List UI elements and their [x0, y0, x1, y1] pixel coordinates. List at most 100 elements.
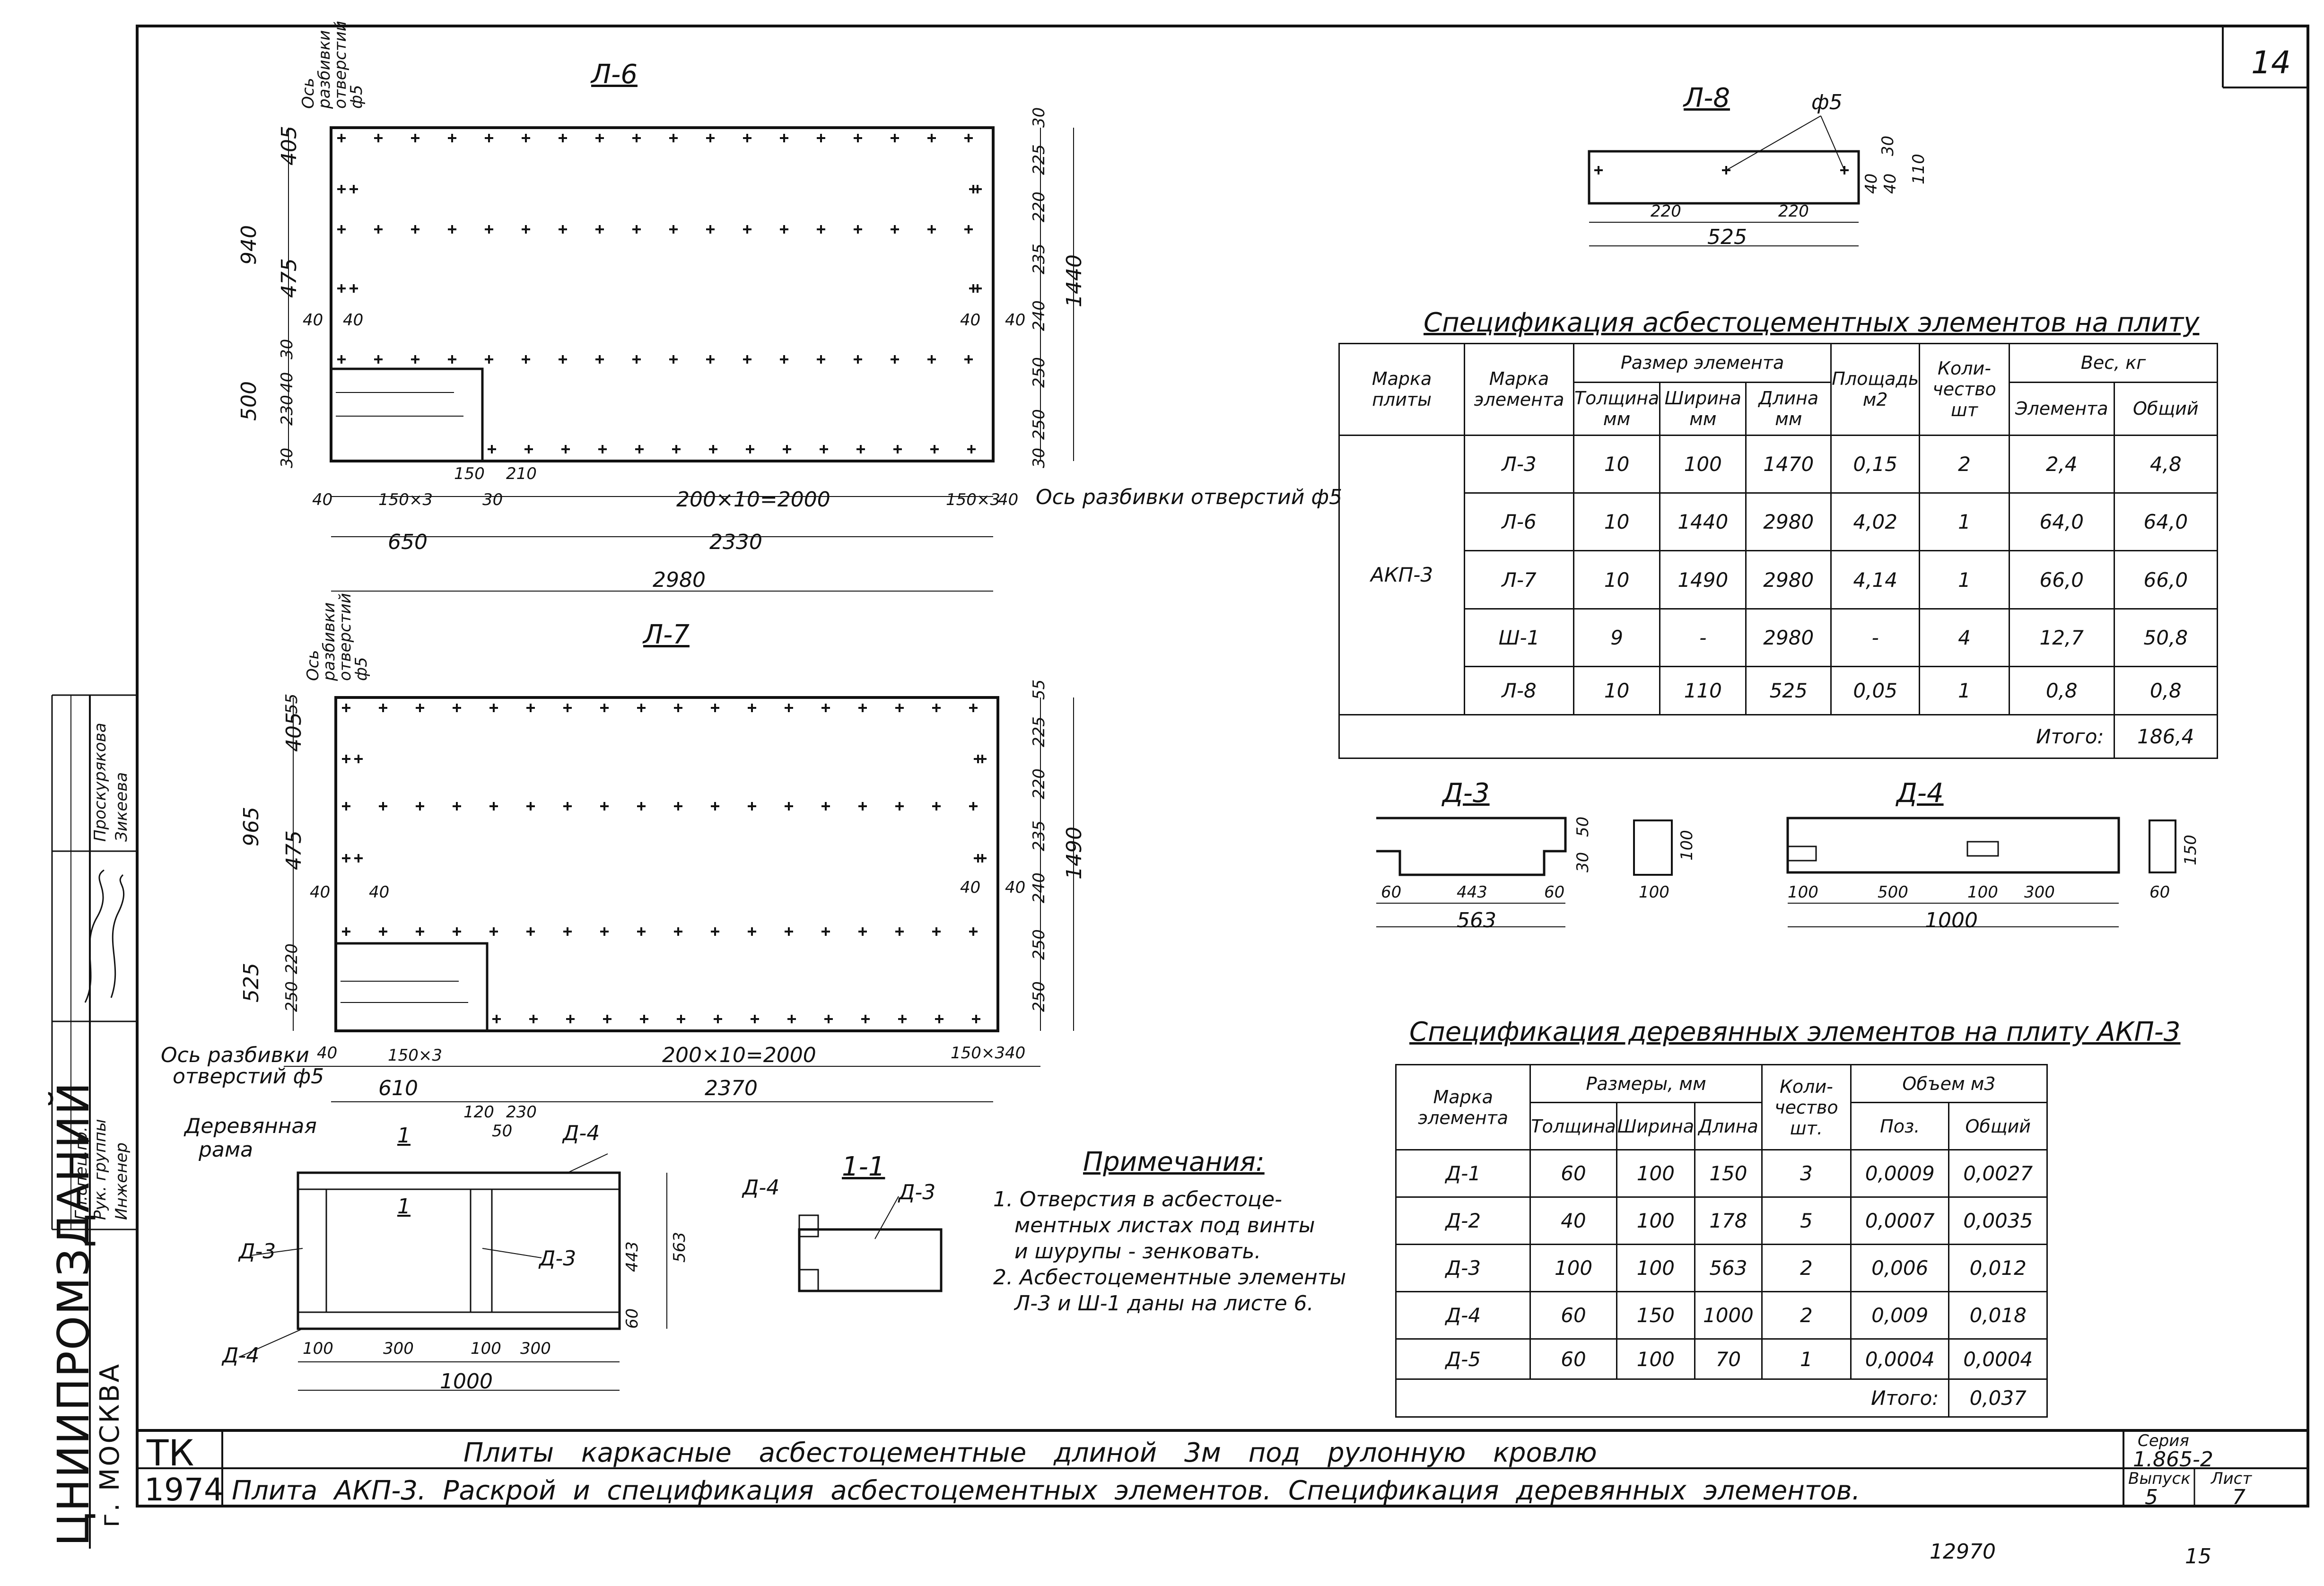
frame-dim-total: 1000: [440, 1369, 493, 1394]
l6-dim-right: 30: [1030, 447, 1048, 468]
cell: -: [1659, 608, 1747, 668]
cell: 2980: [1745, 492, 1832, 552]
org-city: г. МОСКВА: [95, 1362, 125, 1527]
cell: 12,7: [2008, 608, 2115, 668]
hole-markers: [337, 134, 1849, 1023]
col-element-mark: Марка элемента: [1464, 343, 1574, 436]
l8-dim: 220: [1651, 202, 1681, 221]
cell: 1470: [1745, 434, 1832, 494]
l6-dim-left: 405: [277, 126, 301, 166]
cell: 150: [1616, 1291, 1696, 1340]
l6-mark-40: 40: [960, 311, 981, 330]
cell: 5: [1761, 1196, 1852, 1245]
cell: Д-3: [1395, 1244, 1531, 1292]
l7-dim-bottom3: 50: [492, 1122, 513, 1141]
l7-dim-left: 55: [282, 693, 301, 714]
section-tag: Д-3: [899, 1180, 936, 1204]
l7-dim-right: 1490: [1062, 827, 1086, 880]
cell: Л-3: [1464, 434, 1574, 494]
spec-asbestos-title: Спецификация асбестоцементных элементов …: [1424, 307, 2200, 338]
cell: 100: [1616, 1338, 1696, 1380]
l6-dim-left: 230: [278, 395, 297, 426]
l6-dim-left: 940: [237, 225, 261, 265]
col-volume-total: Общий: [1948, 1102, 2048, 1150]
l8-dim-right: 30: [1878, 135, 1897, 156]
page-number: 14: [2251, 44, 2291, 81]
cell: 60: [1529, 1338, 1617, 1380]
frame-dim: 300: [383, 1339, 414, 1358]
bottom-left-number: 12970: [1930, 1540, 1996, 1564]
title-line-1: Плиты каркасные асбестоцементные длиной …: [463, 1438, 1597, 1468]
cell: 10: [1573, 492, 1661, 552]
d4-dim-right: 150: [2181, 835, 2200, 865]
year: 1974: [144, 1472, 224, 1508]
d4-title: Д-4: [1896, 778, 1944, 809]
col-qty: Коли- чество шт: [1919, 343, 2010, 436]
l8-dim: 220: [1778, 202, 1809, 221]
col-width: Ширина: [1616, 1102, 1696, 1150]
cell: 2980: [1745, 550, 1832, 610]
cell: 525: [1745, 666, 1832, 716]
l6-dim-bottom: 210: [506, 464, 537, 483]
stamp-role: Рук. группы: [91, 1119, 110, 1220]
cell: 0,006: [1850, 1244, 1950, 1292]
cell: 100: [1616, 1244, 1696, 1292]
series-label: Серия: [2138, 1431, 2189, 1450]
frame-label: рама: [199, 1138, 253, 1162]
l6-dim-left: 40: [278, 372, 297, 392]
l7-hole-axis-left: отверстий ф5: [173, 1064, 324, 1089]
issue-value: 5: [2145, 1485, 2158, 1509]
l7-dim-bottom: 150×3: [951, 1044, 1005, 1063]
l6-dim-bottom2: 650: [388, 530, 428, 554]
col-volume: Объем м3: [1850, 1064, 2048, 1103]
col-element-mark: Марка элемента: [1395, 1064, 1531, 1150]
total-label: Итого:: [1395, 1378, 1949, 1418]
l7-dim-bottom3: 230: [506, 1103, 537, 1122]
cell: 40: [1529, 1196, 1617, 1245]
l8-dim: 525: [1707, 225, 1747, 249]
cell: 3: [1761, 1149, 1852, 1198]
d3-dim: 563: [1457, 908, 1496, 932]
total-label: Итого:: [1338, 714, 2114, 759]
col-weight-element: Элемента: [2008, 381, 2115, 436]
note-line: 1. Отверстия в асбестоце-: [993, 1187, 1282, 1211]
l8-title: Л-8: [1684, 83, 1730, 113]
note-line: и шурупы - зенковать.: [1014, 1239, 1261, 1264]
l8-dim-right: 40: [1862, 173, 1881, 194]
l6-hole-axis-top: Ось разбивки отверстий ф5: [299, 21, 366, 109]
total-value: 0,037: [1948, 1378, 2048, 1418]
d4-dim: 100: [1788, 883, 1818, 902]
cell: 563: [1694, 1244, 1763, 1292]
frame-tag: Д-3: [539, 1246, 577, 1271]
stamp-name: Зикеева: [112, 772, 131, 842]
cell: 150: [1694, 1149, 1763, 1198]
d4-dim: 300: [2024, 883, 2055, 902]
l7-title: Л-7: [643, 619, 690, 650]
l7-dim-bottom: 40: [1005, 1044, 1026, 1063]
cell: 9: [1573, 608, 1661, 668]
cell: 0,0009: [1850, 1149, 1950, 1198]
cell: -: [1830, 608, 1921, 668]
spec-wood-title: Спецификация деревянных элементов на пли…: [1409, 1017, 2181, 1047]
plate-mark: АКП-3: [1338, 434, 1466, 716]
col-plate-mark: Марка плиты: [1338, 343, 1466, 436]
l7-dim-right: 250: [1030, 981, 1048, 1012]
cell: 178: [1694, 1196, 1763, 1245]
l6-dim-bottom2: 2330: [709, 530, 762, 554]
col-area: Площадь м2: [1830, 343, 1921, 436]
col-thickness: Толщина мм: [1573, 381, 1661, 436]
cell: 64,0: [2113, 492, 2219, 552]
l6-mark-40: 40: [343, 311, 364, 330]
d4-dim: 500: [1878, 883, 1908, 902]
cell: 1000: [1694, 1291, 1763, 1340]
col-length: Длина мм: [1745, 381, 1832, 436]
cell: 66,0: [2008, 550, 2115, 610]
